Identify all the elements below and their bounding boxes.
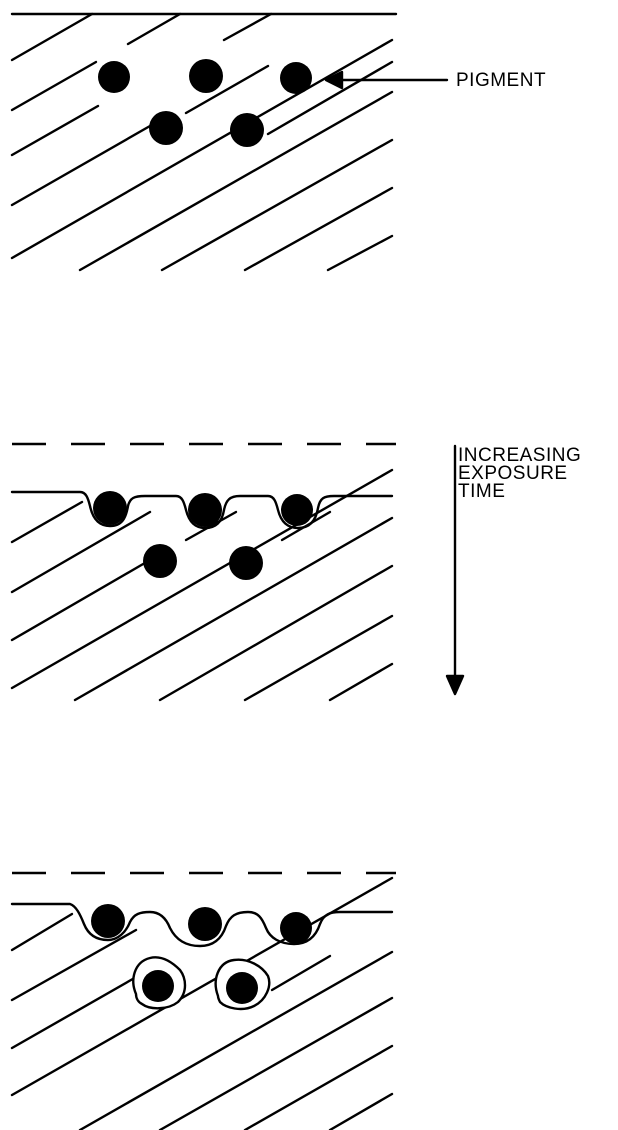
pigment-arrow xyxy=(324,70,449,90)
hatch-lines xyxy=(10,12,394,272)
hatch-lines xyxy=(10,876,394,1130)
panel-initial xyxy=(10,12,449,272)
panel-partial-exposure xyxy=(10,442,465,702)
pigment-particles xyxy=(91,904,312,1004)
eroded-surface xyxy=(10,902,394,948)
exposure-label-line: TIME xyxy=(458,481,506,502)
hatch-lines xyxy=(10,468,394,702)
pigment-label: PIGMENT xyxy=(456,70,547,91)
exposure-label-line: INCREASING xyxy=(458,445,582,466)
panel-long-exposure xyxy=(10,871,396,1130)
exposure-time-arrow xyxy=(445,444,465,696)
pigment-particles xyxy=(98,59,312,147)
exposure-label-line: EXPOSURE xyxy=(458,463,568,484)
exposure-time-label: INCREASING EXPOSURE TIME xyxy=(458,445,582,502)
pigment-particles xyxy=(93,491,313,580)
